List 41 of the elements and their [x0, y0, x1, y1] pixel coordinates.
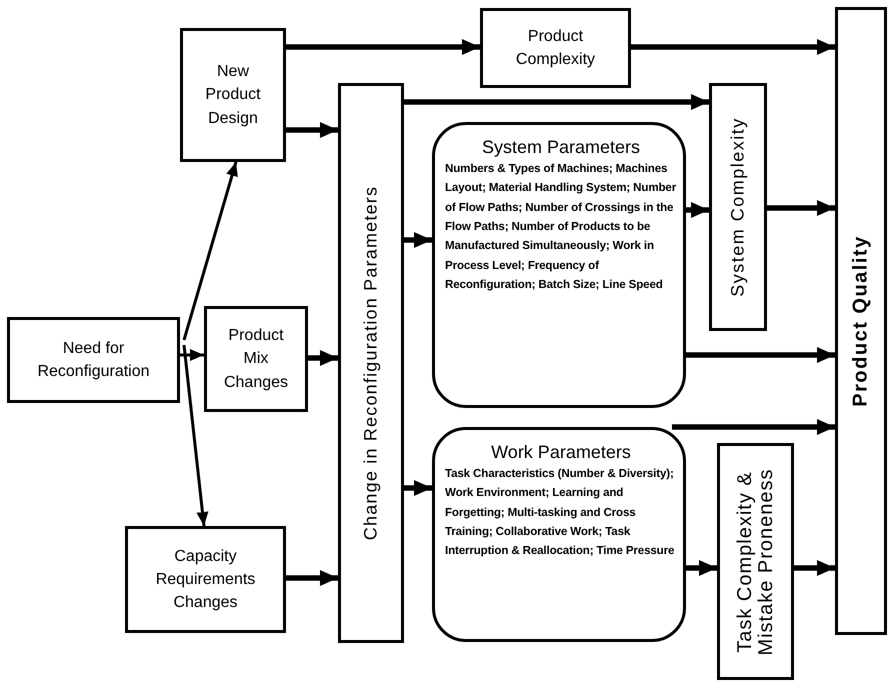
node-label: Product Complexity: [514, 26, 596, 70]
vertical-process-box: [717, 443, 794, 680]
box-heading: System Parameters: [482, 137, 640, 159]
arrow: [631, 39, 835, 55]
node-label: Product Quality: [850, 234, 872, 409]
arrow: [286, 122, 338, 138]
arrow: [672, 419, 835, 435]
rounded-process-box: [432, 427, 686, 642]
arrow: [686, 202, 709, 218]
vertical-process-box: [338, 83, 404, 643]
node-label: System Complexity: [728, 116, 748, 299]
arrow: [794, 560, 835, 576]
node-label: New Product Design: [204, 62, 262, 129]
node-label: Need for Reconfiguration: [36, 338, 151, 382]
arrow: [308, 350, 338, 366]
box-description: Numbers & Types of Machines; Machines Layout; Material Handling System; Number of Flow Paths; Number of Crossings in the Flow Paths; Number of Products to be Manufactured Simultaneously; Work in Process Level; Frequency of Reconfiguration; Batch Size; Line Speed: [445, 160, 677, 294]
arrow: [286, 570, 338, 586]
process-box: [180, 28, 286, 162]
arrow: [180, 349, 204, 361]
arrow: [404, 94, 709, 110]
node-label: Change in Reconfiguration Parameters: [362, 184, 380, 542]
rounded-process-box: [432, 122, 686, 408]
arrow: [404, 232, 432, 248]
arrow: [182, 162, 238, 340]
arrow: [686, 560, 717, 576]
process-box: [480, 8, 631, 88]
vertical-process-box: [835, 7, 887, 635]
arrow: [286, 39, 480, 55]
node-label: Product Mix Changes: [222, 326, 290, 393]
vertical-process-box: [709, 83, 767, 331]
box-heading: Work Parameters: [491, 442, 631, 464]
process-box: [204, 306, 308, 412]
process-box: [125, 526, 286, 633]
arrow: [767, 200, 835, 216]
arrow: [404, 480, 432, 496]
process-box: [7, 317, 180, 403]
box-description: Task Characteristics (Number & Diversity); Work Environment; Learning and Forgetting; Multi-tasking and Cross Training; Collaborative Work; Task Interruption & Reallocation; Time Pressure: [445, 466, 676, 560]
node-label: Task Complexity & Mistake Proneness: [734, 466, 776, 658]
arrow: [182, 344, 208, 526]
node-label: Capacity Requirements Changes: [154, 546, 256, 614]
arrow: [686, 347, 835, 363]
